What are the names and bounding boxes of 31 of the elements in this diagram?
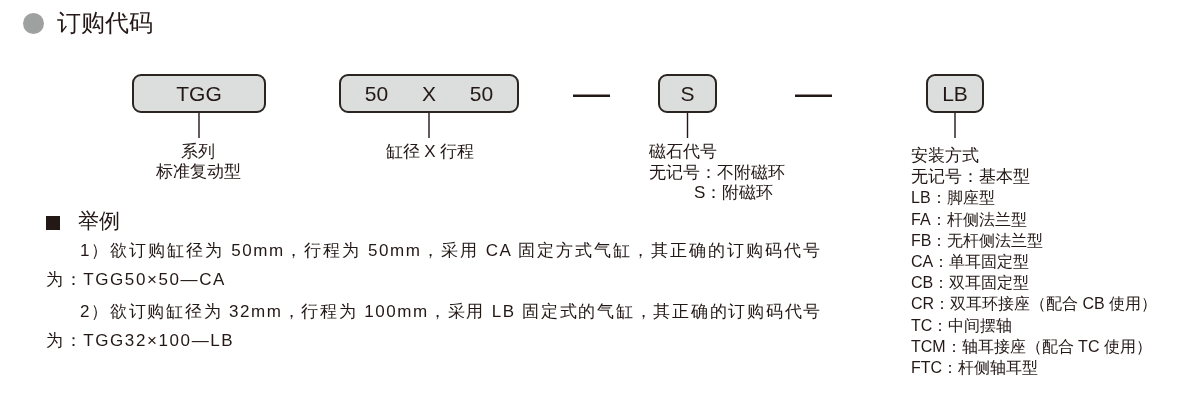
separator-dash: — bbox=[795, 88, 832, 98]
title: 订购代码 bbox=[57, 8, 153, 38]
code-box: LB bbox=[926, 74, 984, 113]
description-line: FTC：杆侧轴耳型 bbox=[911, 358, 1039, 379]
description-line: TCM：轴耳接座（配合 TC 使用） bbox=[911, 336, 1152, 357]
description-line: 无记号：基本型 bbox=[911, 166, 1030, 188]
code-box: S bbox=[658, 74, 717, 113]
description-line: CA：单耳固定型 bbox=[911, 252, 1030, 272]
description-line: FB：无杆侧法兰型 bbox=[911, 230, 1044, 251]
caption-heading: 系列 bbox=[181, 142, 215, 162]
leader-line bbox=[686, 112, 689, 139]
separator-dash: — bbox=[573, 88, 610, 98]
description-line: 无记号：不附磁环 bbox=[649, 162, 785, 183]
description-line: FA：杆侧法兰型 bbox=[911, 209, 1027, 230]
section-heading: 举例 bbox=[78, 208, 120, 234]
description-line: 标准复动型 bbox=[155, 162, 241, 182]
description-line: S：附磁环 bbox=[694, 183, 774, 204]
description-line: TC：中间摆轴 bbox=[911, 315, 1013, 336]
caption-heading: 缸径 X 行程 bbox=[385, 142, 475, 162]
caption-heading: 磁石代号 bbox=[649, 142, 717, 163]
example-paragraph: 2）欲订购缸径为 32mm，行程为 100mm，采用 LB 固定式的气缸，其正确的订购码代号为：TGG32×100—LB bbox=[46, 301, 822, 352]
code-box: TGG bbox=[132, 74, 266, 113]
description-line: CR：双耳环接座（配合 CB 使用） bbox=[911, 294, 1158, 315]
leader-line bbox=[428, 112, 430, 139]
leader-line bbox=[954, 112, 956, 139]
example-paragraph: 1）欲订购缸径为 50mm，行程为 50mm，采用 CA 固定方式气缸，其正确的订购码代号为：TGG50×50—CA bbox=[46, 240, 822, 291]
caption-heading: 安装方式 bbox=[911, 145, 979, 167]
description-line: LB：脚座型 bbox=[911, 188, 995, 209]
code-box: 50 X 50 bbox=[339, 74, 519, 113]
description-line: CB：双耳固定型 bbox=[911, 273, 1030, 294]
leader-line bbox=[198, 112, 200, 139]
